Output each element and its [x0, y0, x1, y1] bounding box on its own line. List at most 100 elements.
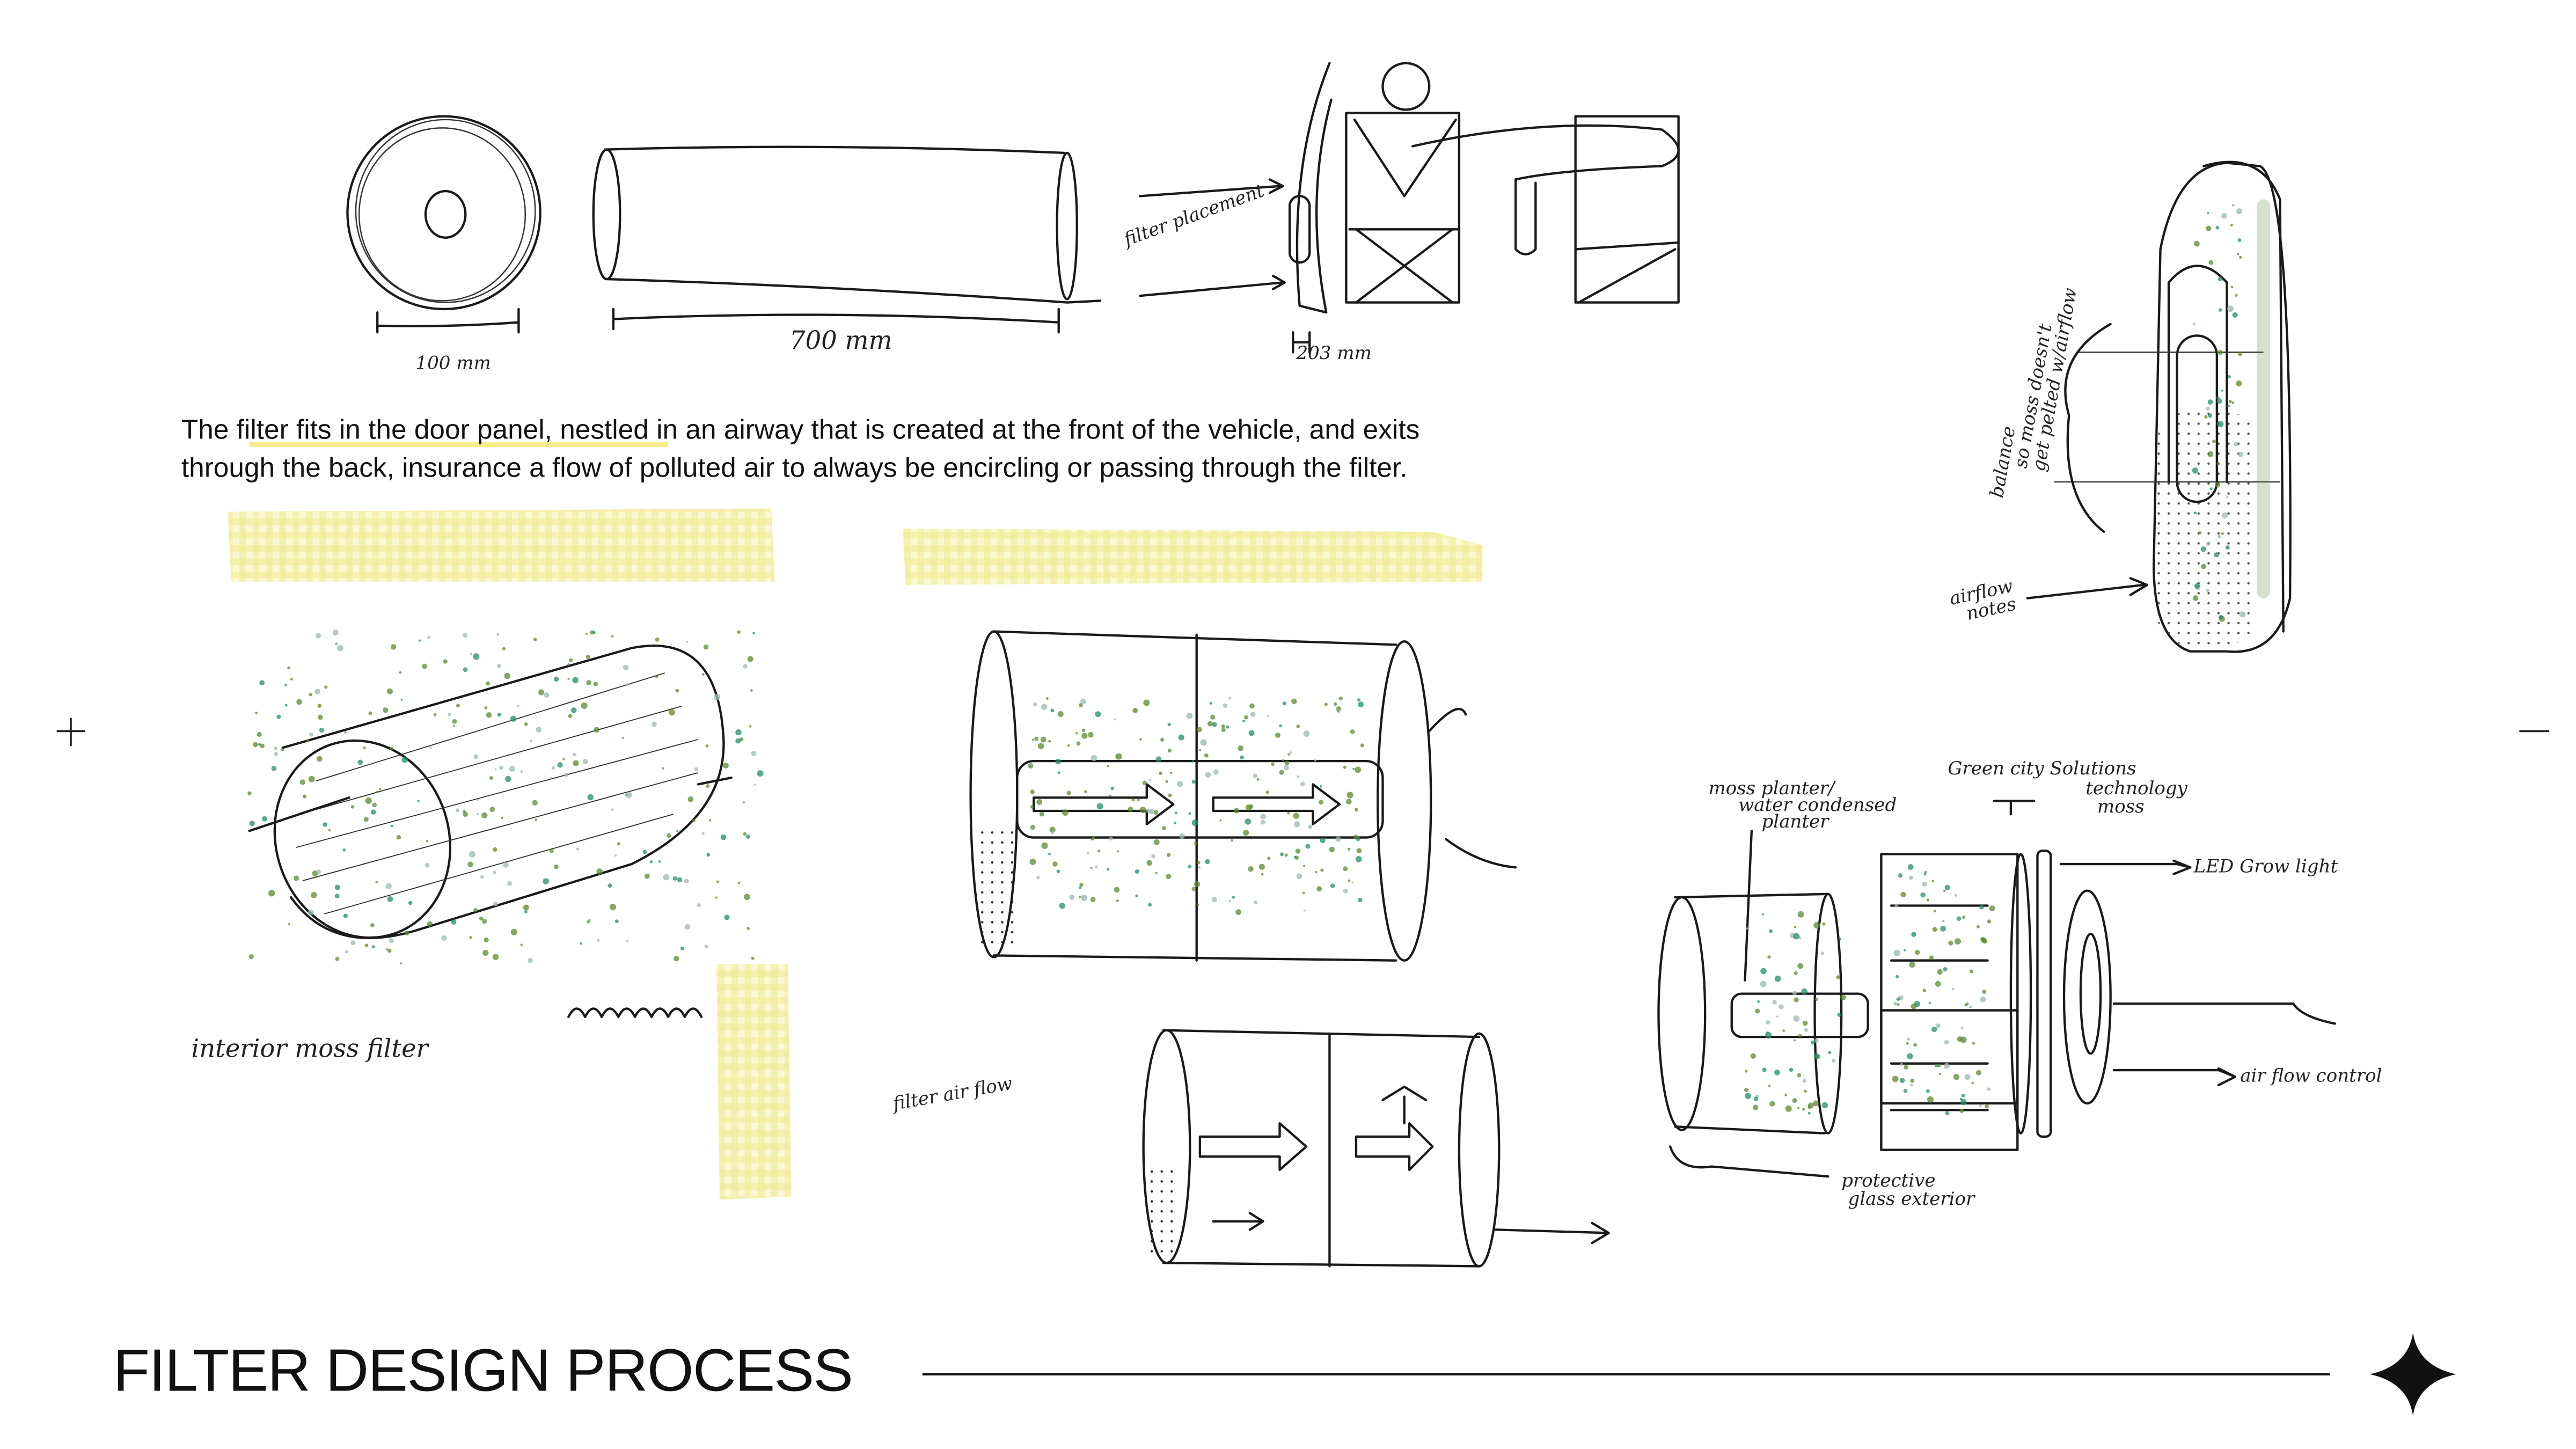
moss-speck [1265, 791, 1269, 794]
moss-speck [2221, 512, 2228, 519]
moss-speck [2198, 531, 2202, 535]
moss-speck [1343, 765, 1346, 769]
moss-speck [2218, 350, 2223, 355]
moss-speck [1343, 888, 1348, 894]
moss-speck [703, 645, 709, 650]
moss-speck [456, 704, 460, 708]
moss-speck [1131, 798, 1135, 802]
moss-speck [751, 751, 757, 756]
moss-speck [1910, 1084, 1913, 1087]
moss-speck [1088, 731, 1094, 738]
moss-speck [596, 939, 600, 942]
moss-speck [1037, 743, 1044, 750]
moss-speck [1926, 898, 1930, 902]
moss-speck [425, 863, 430, 868]
moss-speck [1167, 749, 1172, 753]
moss-speck [2200, 546, 2206, 552]
moss-speck [594, 727, 600, 733]
moss-speck [1148, 809, 1154, 815]
moss-speck [1302, 891, 1305, 895]
moss-speck [747, 927, 750, 930]
moss-speck [385, 883, 392, 889]
moss-speck [1226, 725, 1230, 729]
moss-speck [249, 821, 255, 826]
moss-speck [2217, 421, 2224, 428]
moss-speck [1893, 1001, 1898, 1006]
moss-speck [1279, 770, 1284, 775]
moss-speck [1030, 825, 1035, 830]
moss-speck [2208, 260, 2214, 265]
moss-speck [2192, 595, 2199, 601]
moss-speck [1931, 1026, 1937, 1033]
moss-speck [316, 869, 321, 875]
moss-speck [453, 724, 456, 727]
moss-speck [385, 948, 388, 950]
moss-speck [1095, 711, 1101, 718]
moss-speck [1109, 837, 1113, 841]
moss-speck [1811, 1040, 1816, 1045]
moss-speck [557, 762, 563, 768]
moss-speck [1348, 879, 1351, 882]
moss-speck [469, 851, 475, 858]
moss-speck [1289, 751, 1292, 754]
moss-speck [1066, 791, 1071, 795]
moss-speck [1794, 925, 1797, 928]
moss-speck [389, 938, 394, 943]
moss-speck [1350, 729, 1355, 734]
moss-speck [1240, 755, 1244, 760]
moss-speck [2216, 398, 2222, 404]
moss-speck [1936, 1023, 1941, 1028]
moss-speck [1079, 883, 1084, 887]
moss-speck [744, 894, 750, 901]
moss-speck [260, 743, 265, 749]
moss-speck [1937, 1063, 1941, 1067]
moss-speck [1221, 728, 1226, 733]
moss-speck [1789, 1067, 1794, 1072]
moss-speck [1976, 1070, 1981, 1076]
moss-speck [1294, 821, 1300, 828]
moss-speck [510, 928, 517, 935]
moss-speck [1048, 740, 1051, 743]
moss-speck [1976, 925, 1980, 928]
moss-speck [443, 659, 448, 664]
moss-speck [1148, 779, 1152, 781]
moss-speck [1280, 852, 1284, 857]
placement-label: filter placement [1119, 180, 1267, 251]
moss-speck [1260, 819, 1265, 825]
moss-speck [1355, 856, 1362, 862]
moss-speck [477, 798, 479, 801]
moss-speck [1753, 1104, 1759, 1110]
moss-speck [271, 766, 277, 771]
moss-speck [1196, 903, 1199, 906]
moss-speck [1913, 1043, 1917, 1047]
moss-speck [1153, 839, 1160, 845]
moss-speck [1107, 868, 1110, 871]
moss-speck [1245, 818, 1252, 825]
moss-speck [1041, 842, 1048, 849]
moss-speck [309, 733, 313, 737]
moss-speck [2204, 415, 2208, 419]
moss-speck [753, 784, 756, 786]
scribble [567, 1007, 703, 1019]
moss-speck [1297, 775, 1300, 778]
moss-speck [1951, 987, 1955, 991]
moss-speck [1114, 718, 1116, 721]
moss-speck [1148, 903, 1152, 907]
moss-speck [2201, 564, 2206, 569]
moss-speck [408, 901, 413, 905]
moss-speck [426, 839, 429, 843]
moss-speck [551, 766, 555, 770]
moss-speck [1223, 703, 1228, 708]
moss-speck [1895, 975, 1899, 979]
moss-speck [386, 688, 393, 694]
moss-speck [1821, 1102, 1828, 1109]
moss-speck [343, 913, 348, 918]
moss-speck [611, 808, 614, 811]
moss-speck [1814, 997, 1819, 1001]
moss-speck [742, 801, 745, 804]
moss-speck [1767, 955, 1771, 959]
moss-speck [1283, 765, 1289, 771]
moss-speck [1793, 933, 1800, 940]
moss-speck [390, 747, 394, 751]
